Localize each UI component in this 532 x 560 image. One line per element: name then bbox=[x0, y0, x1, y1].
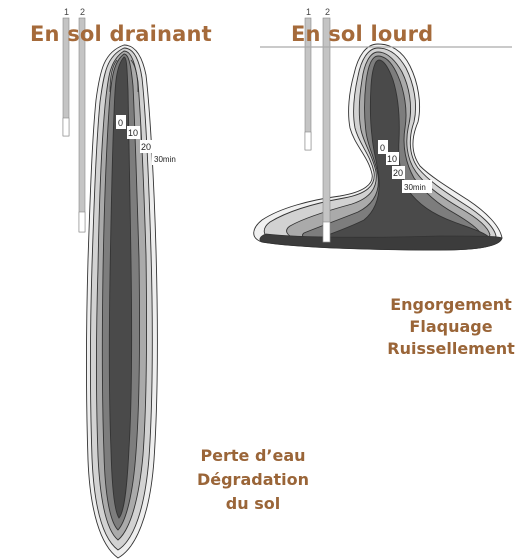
contour-label-0: 0 bbox=[380, 143, 385, 153]
tube-label-2: 2 bbox=[80, 7, 85, 17]
tube-label-1: 1 bbox=[64, 7, 69, 17]
draining-soil-tubes bbox=[63, 18, 85, 232]
tube-label-1: 1 bbox=[306, 7, 311, 17]
effect-perte-eau: Perte d’eau bbox=[178, 444, 328, 468]
heavy-soil-effects: Engorgement Flaquage Ruissellement bbox=[372, 294, 530, 360]
tube-label-2: 2 bbox=[325, 7, 330, 17]
contour-unit-label: 30min bbox=[404, 183, 426, 192]
effect-degradation: Dégradation bbox=[178, 468, 328, 492]
contour-label-10: 10 bbox=[128, 128, 138, 138]
tube-2 bbox=[79, 18, 85, 232]
contour-label-10: 10 bbox=[387, 154, 397, 164]
effect-du-sol: du sol bbox=[178, 492, 328, 516]
contour-unit-label: 30min bbox=[154, 155, 176, 164]
draining-soil-effects: Perte d’eau Dégradation du sol bbox=[178, 444, 328, 516]
heavy-soil-plume bbox=[254, 44, 502, 250]
contour-label-20: 20 bbox=[141, 142, 151, 152]
contour-label-0: 0 bbox=[118, 118, 123, 128]
effect-flaquage: Flaquage bbox=[372, 316, 530, 338]
contour-label-20: 20 bbox=[393, 168, 403, 178]
effect-engorgement: Engorgement bbox=[372, 294, 530, 316]
tube-2 bbox=[323, 18, 330, 242]
heavy-soil-title: En sol lourd bbox=[291, 22, 433, 46]
draining-soil-title: En sol drainant bbox=[30, 22, 212, 46]
effect-ruissellement: Ruissellement bbox=[372, 338, 530, 360]
